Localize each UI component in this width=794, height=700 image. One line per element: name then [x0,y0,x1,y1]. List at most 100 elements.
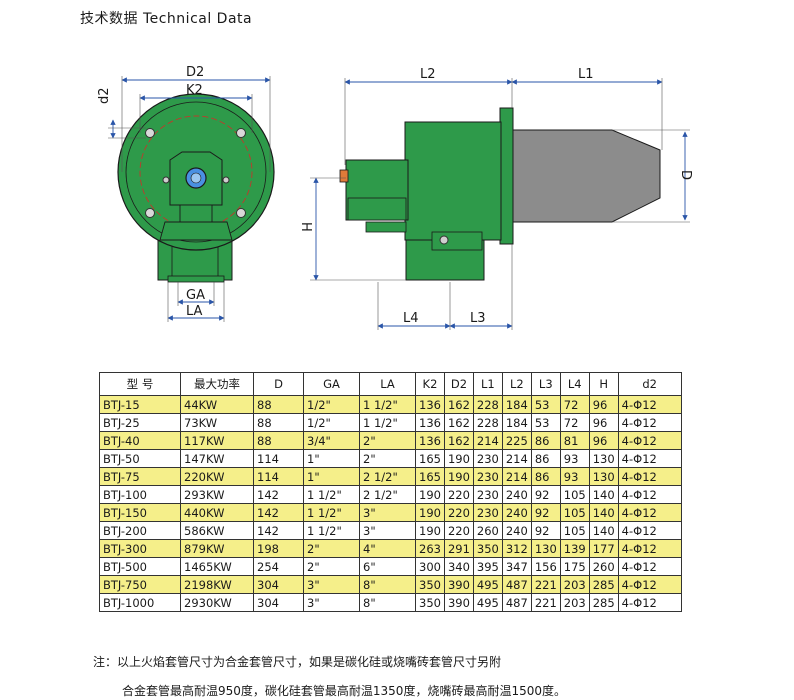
table-cell: 147KW [180,449,254,468]
table-cell: 184 [501,395,532,414]
table-cell: 4-Φ12 [617,503,682,522]
table-cell: 165 [415,449,445,468]
header-D2: D2 [443,372,474,396]
table-cell: 72 [559,413,590,432]
table-cell: 4" [359,539,416,558]
header-L1: L1 [472,372,503,396]
table-cell: 6" [359,557,416,576]
table-cell: 214 [501,467,532,486]
table-cell: BTJ-500 [99,557,181,576]
table-cell: 105 [559,485,590,504]
table-cell: 220KW [180,467,254,486]
table-cell: 190 [415,521,445,540]
table-cell: 221 [530,593,561,612]
table-cell: 86 [530,449,561,468]
table-cell: 130 [530,539,561,558]
table-cell: 4-Φ12 [617,575,682,594]
table-cell: 177 [588,539,619,558]
table-cell: 140 [588,485,619,504]
table-cell: 92 [530,503,561,522]
technical-data-table: 型 号 最大功率 D GA LA K2 D2 L1 L2 L3 L4 H d2 … [99,372,682,612]
table-cell: 220 [443,521,474,540]
table-cell: 440KW [180,503,254,522]
header-K2: K2 [415,372,445,396]
bolt-hole [236,128,246,138]
table-cell: 175 [559,557,590,576]
table-cell: 1/2" [303,395,360,414]
table-header-row: 型 号 最大功率 D GA LA K2 D2 L1 L2 L3 L4 H d2 [99,372,682,396]
table-cell: 347 [501,557,532,576]
table-cell: 228 [472,413,503,432]
table-cell: 1 1/2" [359,413,416,432]
table-cell: 86 [530,431,561,450]
table-cell: 96 [588,395,619,414]
table-cell: 136 [415,395,445,414]
label-L4: L4 [403,311,419,326]
bolt-hole [145,208,155,218]
table-cell: 263 [415,539,445,558]
header-L3: L3 [530,372,561,396]
table-cell: 1" [303,467,360,486]
table-cell: 350 [415,593,445,612]
table-cell: 105 [559,521,590,540]
note-line-1: 注：以上火焰套管尺寸为合金套管尺寸，如果是碳化硅或烧嘴砖套管尺寸另附 [93,655,502,669]
table-cell: 495 [472,575,503,594]
table-cell: 86 [530,467,561,486]
label-D2: D2 [186,65,204,80]
table-cell: 3" [303,575,360,594]
table-cell: 190 [443,449,474,468]
table-cell: 93 [559,467,590,486]
table-cell: 4-Φ12 [617,431,682,450]
table-cell: 203 [559,575,590,594]
table-cell: 136 [415,413,445,432]
table-cell: 184 [501,413,532,432]
table-cell: 1" [303,449,360,468]
table-cell: 2 1/2" [359,485,416,504]
table-cell: 3" [359,521,416,540]
burner-dimension-drawing: D2 K2 d2 GA LA L2 L1 D H L4 L3 [97,65,693,330]
header-LA: LA [359,372,416,396]
table-cell: 260 [588,557,619,576]
table-cell: 230 [472,449,503,468]
table-cell: 2" [359,449,416,468]
table-cell: 190 [443,467,474,486]
table-cell: 291 [443,539,474,558]
table-cell: 139 [559,539,590,558]
table-cell: 220 [443,485,474,504]
label-D: D [678,170,693,180]
table-cell: 240 [501,503,532,522]
table-cell: 4-Φ12 [617,413,682,432]
table-cell: 390 [443,575,474,594]
table-cell: 2" [303,539,360,558]
label-L1: L1 [578,67,594,82]
table-cell: 92 [530,485,561,504]
table-cell: 2930KW [180,593,254,612]
table-cell: 8" [359,575,416,594]
table-cell: 3" [303,593,360,612]
table-cell: 8" [359,593,416,612]
table-cell: 1 1/2" [359,395,416,414]
table-cell: 162 [443,431,474,450]
table-cell: 260 [472,521,503,540]
table-cell: 190 [415,503,445,522]
table-cell: 2 1/2" [359,467,416,486]
table-cell: 162 [443,395,474,414]
header-d2: d2 [617,372,682,396]
table-cell: BTJ-200 [99,521,181,540]
table-cell: 487 [501,593,532,612]
table-cell: 4-Φ12 [617,539,682,558]
bolt-hole [145,128,155,138]
table-cell: 228 [472,395,503,414]
table-cell: 93 [559,449,590,468]
table-cell: 105 [559,503,590,522]
table-cell: 350 [472,539,503,558]
header-max-power: 最大功率 [180,372,254,396]
table-cell: 214 [501,449,532,468]
